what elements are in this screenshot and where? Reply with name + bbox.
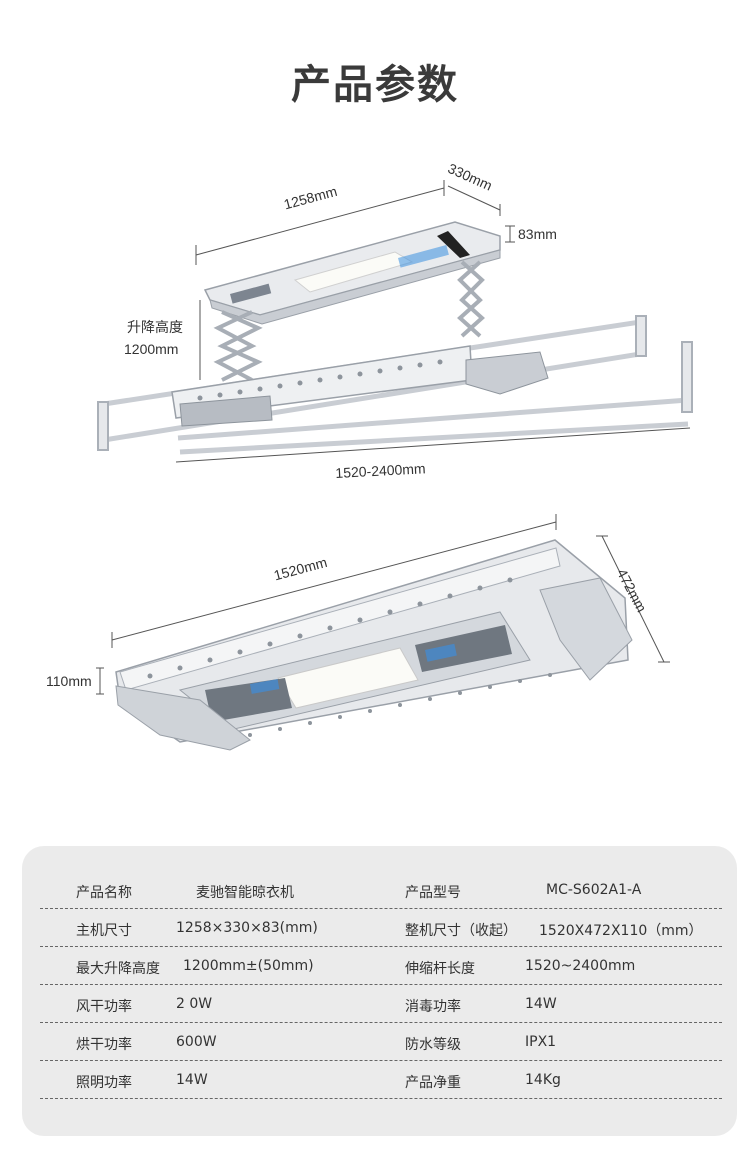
dim-lift-label: 升降高度: [127, 319, 183, 335]
spec-key: 产品净重: [405, 1075, 461, 1091]
spec-value: 14Kg: [525, 1072, 561, 1088]
spec-row: 烘干功率 600W 防水等级 IPX1: [40, 1022, 722, 1061]
rod-ends: [97, 315, 693, 451]
spec-row: 风干功率 2 0W 消毒功率 14W: [40, 984, 722, 1023]
spec-row: 产品名称 麦驰智能晾衣机 产品型号 MC-S602A1-A: [40, 870, 722, 909]
spec-key: 产品型号: [405, 885, 461, 901]
spec-key: 整机尺寸（收起）: [405, 923, 517, 939]
spec-value: 麦驰智能晾衣机: [196, 885, 294, 901]
spec-value: 2 0W: [176, 996, 213, 1012]
dimension-lines-top: [175, 180, 691, 463]
spec-key: 伸缩杆长度: [405, 961, 475, 977]
spec-value: 14W: [176, 1072, 208, 1088]
product-illustration: [96, 180, 693, 751]
host-unit-bottom: [115, 539, 633, 751]
spec-row: 照明功率 14W 产品净重 14Kg: [40, 1060, 722, 1099]
spec-key: 产品名称: [76, 885, 132, 901]
spec-key: 主机尺寸: [76, 923, 132, 939]
spec-key: 照明功率: [76, 1075, 132, 1091]
dim-lift-value: 1200mm: [124, 341, 179, 357]
lower-bar: [171, 345, 549, 427]
spec-key: 最大升降高度: [76, 961, 160, 977]
dim-height-top: 83mm: [518, 226, 557, 242]
spec-key: 消毒功率: [405, 999, 461, 1015]
spec-value: 1200mm±(50mm): [183, 958, 314, 974]
spec-key: 风干功率: [76, 999, 132, 1015]
spec-row: 主机尺寸 1258×330×83(mm) 整机尺寸（收起） 1520X472X1…: [40, 908, 722, 947]
scissor-arms: [213, 260, 485, 382]
spec-value: 600W: [176, 1034, 217, 1050]
spec-value: 1520~2400mm: [525, 958, 636, 974]
spec-value: 14W: [525, 996, 557, 1012]
spec-value: MC-S602A1-A: [546, 882, 642, 898]
spec-key: 烘干功率: [76, 1037, 132, 1053]
page-title: 产品参数: [291, 62, 459, 108]
dim-height-bottom: 110mm: [46, 673, 92, 689]
spec-key: 防水等级: [405, 1037, 461, 1053]
spec-value: 1258×330×83(mm): [176, 920, 318, 936]
spec-value: IPX1: [525, 1034, 557, 1050]
host-unit-top: [203, 221, 501, 325]
spec-table: 产品名称 麦驰智能晾衣机 产品型号 MC-S602A1-A 主机尺寸 1258×…: [22, 846, 737, 1136]
spec-value: 1520X472X110（mm）: [539, 923, 703, 939]
dimension-lines-bottom: [96, 514, 670, 695]
spec-row: 最大升降高度 1200mm±(50mm) 伸缩杆长度 1520~2400mm: [40, 946, 722, 985]
